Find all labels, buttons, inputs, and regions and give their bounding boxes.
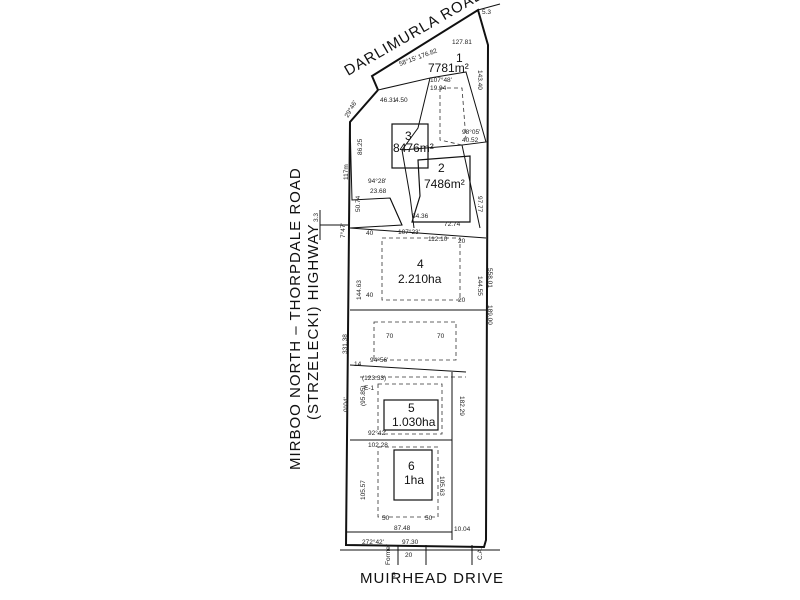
dim-ca-former: Former (385, 543, 392, 565)
lot2-box (411, 155, 471, 223)
dim-46-31: 46.31 (380, 97, 397, 104)
lot-4-area: 2.210ha (398, 272, 442, 286)
dim-92-42: 92°42' (368, 429, 386, 437)
lot-5-number: 5 (408, 401, 415, 415)
dim-10-04: 10.04 (454, 526, 471, 533)
dim-123-33: (123.33) (362, 375, 386, 382)
lot6-envelope (377, 446, 439, 518)
dim-94-56: 94°56' (370, 356, 388, 364)
lot-1-area: 7781m² (428, 61, 469, 75)
road-edge-top-ext (477, 3, 501, 11)
lot-5-area: 1.030ha (392, 415, 436, 429)
lot1-envelope (440, 87, 467, 141)
dim-50-a: 50 (382, 515, 390, 522)
dim-98-05: 98°05' (462, 128, 480, 136)
lot5-envelope (377, 383, 443, 435)
dim-72-74: 72.74 (444, 221, 461, 228)
dim-272-42: 272°42' (362, 538, 384, 546)
dim-97-30: 97.30 (402, 539, 419, 546)
lot2-top-line (401, 144, 463, 151)
dim-ca-label: C.A. (477, 547, 484, 560)
dim-0-04: 0°04' (342, 397, 350, 412)
lot5-box (383, 399, 439, 431)
lot-6-number: 6 (408, 459, 415, 473)
dim-107-48: 107°48' (430, 76, 452, 84)
dim-34-36: 34.36 (412, 213, 429, 220)
lot-3-area: 8476m² (393, 141, 434, 155)
dim-40-b: 40 (366, 292, 374, 299)
dim-14: 14 (354, 361, 362, 368)
dim-94-28: 94°28' (368, 177, 386, 185)
dim-70-a: 70 (386, 333, 394, 340)
dim-117: 117m (343, 164, 350, 180)
dim-19-94: 19.94 (430, 85, 447, 92)
dim-86-25: 86.25 (357, 138, 364, 155)
lot5-top (349, 364, 467, 373)
dim-95-85: (95.85) (360, 385, 367, 406)
dim-143-40: 143.40 (476, 70, 483, 90)
lot6-box (393, 449, 433, 501)
dim-40-52: 40.52 (462, 137, 479, 144)
dim-20-b: 20 (458, 297, 466, 304)
dim-97-77: 97.77 (476, 196, 483, 213)
lot-3-number: 3 (405, 129, 412, 143)
lot-2-area: 7486m² (424, 177, 465, 191)
dim-23-68: 23.68 (370, 188, 387, 195)
lot3-boundary (377, 77, 431, 229)
dim-102-28: 102.28 (368, 442, 388, 449)
lot1-envelope-2 (439, 88, 463, 146)
dim-107-23: 107°23' (398, 228, 420, 236)
lot4-envelope (381, 237, 461, 301)
dim-105-57: 105.57 (360, 480, 367, 500)
dim-112-10: 112.10 (428, 236, 448, 243)
lot3-box (391, 123, 429, 169)
dim-ca-e1: E-1 (364, 385, 375, 392)
dim-4-50: 4.50 (395, 97, 408, 104)
dim-558-01: 558.01 (486, 268, 493, 288)
dim-7-47: 7°47' (339, 223, 347, 238)
dim-20-a: 20 (458, 238, 466, 245)
lot3-step (389, 197, 403, 226)
dim-40-a: 40 (366, 230, 374, 237)
lot-1-number: 1 (456, 51, 463, 65)
dim-50-74: 50.74 (355, 195, 362, 212)
dim-20: 20 (405, 552, 413, 559)
dim-3-3: 3.3 (313, 213, 320, 222)
dim-144-63: 144.63 (356, 280, 363, 300)
road-label-left-2: (STRZELECKI) HIGHWAY (305, 223, 322, 420)
dim-50-b: 50 (425, 515, 433, 522)
dim-70-b: 70 (437, 333, 445, 340)
dim-5: 5 (392, 572, 396, 579)
road-label-left-1: MIRBOO NORTH – THORPDALE ROAD (287, 167, 304, 470)
dim-182-29: 182.29 (458, 396, 465, 416)
dim-144-55: 144.55 (476, 276, 483, 296)
lot-2-number: 2 (438, 161, 445, 175)
lot2-boundary (429, 71, 487, 229)
dim-87-48: 87.48 (394, 525, 411, 532)
extra-lot-envelope (373, 321, 457, 361)
dim-105-63: 105.63 (438, 476, 445, 496)
dim-331-38: 331.38 (342, 334, 349, 354)
lot4-top (349, 227, 487, 239)
dim-5-3: 5.3 (482, 9, 491, 16)
dim-127-81: 127.81 (452, 39, 472, 46)
lot-6-area: 1ha (404, 473, 424, 487)
lot-4-number: 4 (417, 257, 424, 271)
road-edge-top (371, 9, 479, 77)
dim-189-00: 189.00 (486, 305, 493, 325)
road-label-bottom: MUIRHEAD DRIVE (360, 570, 504, 587)
